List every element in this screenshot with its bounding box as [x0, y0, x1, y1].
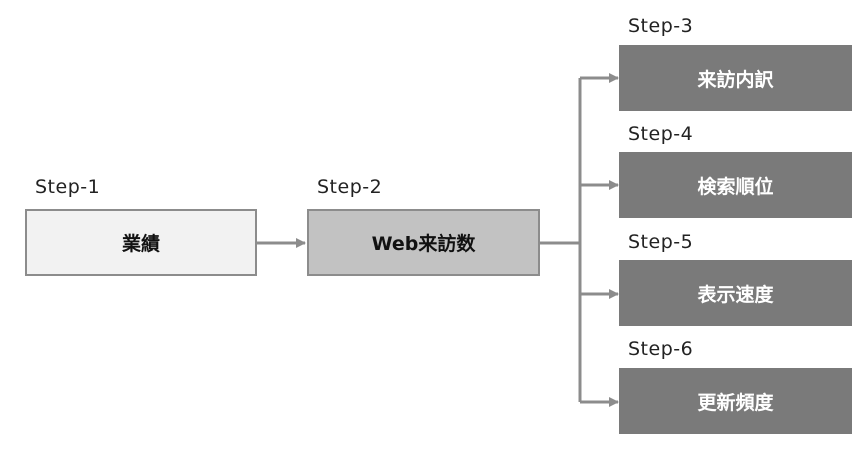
step3-box-label: 来訪内訳	[697, 68, 774, 91]
step6-box-label: 更新頻度	[697, 391, 774, 414]
step2-box-label: Web来訪数	[371, 233, 476, 255]
step1-box: 業績	[25, 209, 257, 276]
step1-box-label: 業績	[121, 233, 160, 255]
step1-label: Step-1	[35, 176, 101, 198]
step2-label: Step-2	[317, 176, 383, 198]
step5-box: 表示速度	[619, 260, 852, 326]
step2-box: Web来訪数	[307, 209, 540, 276]
step4-label: Step-4	[628, 123, 694, 145]
step6-label: Step-6	[628, 338, 694, 360]
step3-box: 来訪内訳	[619, 45, 852, 111]
step3-label: Step-3	[628, 15, 694, 37]
step6-box: 更新頻度	[619, 368, 852, 434]
step5-label: Step-5	[628, 231, 694, 253]
step4-box-label: 検索順位	[697, 175, 774, 198]
step4-box: 検索順位	[619, 152, 852, 218]
step5-box-label: 表示速度	[697, 283, 774, 306]
